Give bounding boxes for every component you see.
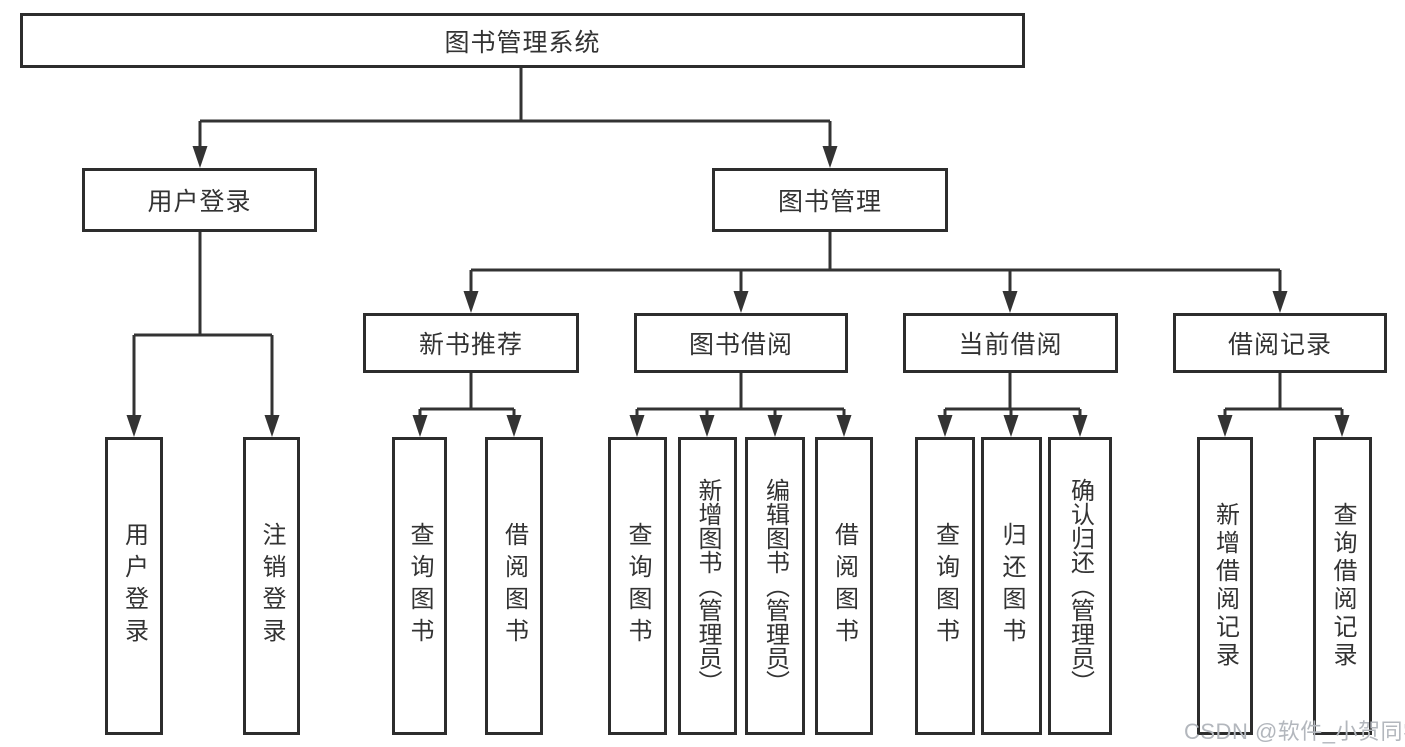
node-current-borrowing: 当前借阅: [903, 313, 1118, 373]
leaf-user-login-label: 用户登录: [120, 522, 148, 650]
leaf-edit-books-admin: 编辑图书（管理员）: [745, 437, 805, 735]
leaf-query-books-current: 查询图书: [915, 437, 975, 735]
leaf-return-books: 归还图书: [981, 437, 1042, 735]
leaf-borrow-books-recommend-label: 借阅图书: [500, 522, 528, 650]
leaf-query-books-borrowing-label: 查询图书: [624, 522, 651, 650]
node-new-book-recommendation-label: 新书推荐: [418, 331, 523, 359]
node-new-book-recommendation: 新书推荐: [363, 313, 579, 373]
leaf-borrow-books-borrowing: 借阅图书: [815, 437, 873, 735]
leaf-query-books-recommend: 查询图书: [392, 437, 447, 735]
csdn-watermark: CSDN @软件_小贺同学: [1184, 719, 1405, 744]
leaf-query-borrow-record: 查询借阅记录: [1313, 437, 1372, 735]
connector-borrow-records-children: [1217, 373, 1350, 437]
node-book-management-label: 图书管理: [777, 188, 882, 216]
leaf-logout: 注销登录: [243, 437, 300, 735]
leaf-logout-label: 注销登录: [258, 522, 285, 650]
leaf-query-borrow-record-label: 查询借阅记录: [1329, 502, 1356, 670]
connector-current-borrowing-children: [937, 373, 1088, 437]
leaf-query-books-current-label: 查询图书: [931, 522, 959, 650]
leaf-borrow-books-recommend: 借阅图书: [485, 437, 543, 735]
node-current-borrowing-label: 当前借阅: [958, 331, 1063, 359]
node-book-management: 图书管理: [712, 168, 948, 232]
node-borrowing-records: 借阅记录: [1173, 313, 1387, 373]
leaf-borrow-books-borrowing-label: 借阅图书: [830, 522, 858, 650]
leaf-add-borrow-record: 新增借阅记录: [1197, 437, 1253, 735]
leaf-add-books-admin: 新增图书（管理员）: [678, 437, 737, 735]
leaf-query-books-recommend-label: 查询图书: [406, 522, 433, 650]
node-root: 图书管理系统: [20, 13, 1025, 68]
node-book-borrowing-label: 图书借阅: [688, 331, 793, 359]
leaf-user-login: 用户登录: [105, 437, 163, 735]
node-root-label: 图书管理系统: [444, 28, 601, 57]
node-borrowing-records-label: 借阅记录: [1227, 331, 1332, 359]
leaf-add-books-admin-label: 新增图书（管理员）: [694, 478, 721, 694]
connector-user-login-children: [126, 232, 280, 437]
node-user-login-label: 用户登录: [147, 188, 252, 216]
leaf-add-borrow-record-label: 新增借阅记录: [1211, 502, 1239, 670]
node-user-login: 用户登录: [82, 168, 317, 232]
leaf-confirm-return-admin: 确认归还（管理员）: [1048, 437, 1112, 735]
connector-root-to-level2: [192, 68, 838, 168]
connector-book-management-to-level3: [463, 232, 1288, 313]
leaf-return-books-label: 归还图书: [998, 522, 1025, 650]
connector-book-borrowing-children: [629, 373, 852, 437]
leaf-edit-books-admin-label: 编辑图书（管理员）: [761, 478, 789, 694]
connector-new-book-recommend-children: [412, 373, 522, 437]
leaf-confirm-return-admin-label: 确认归还（管理员）: [1066, 478, 1094, 694]
leaf-query-books-borrowing: 查询图书: [608, 437, 667, 735]
node-book-borrowing: 图书借阅: [634, 313, 848, 373]
